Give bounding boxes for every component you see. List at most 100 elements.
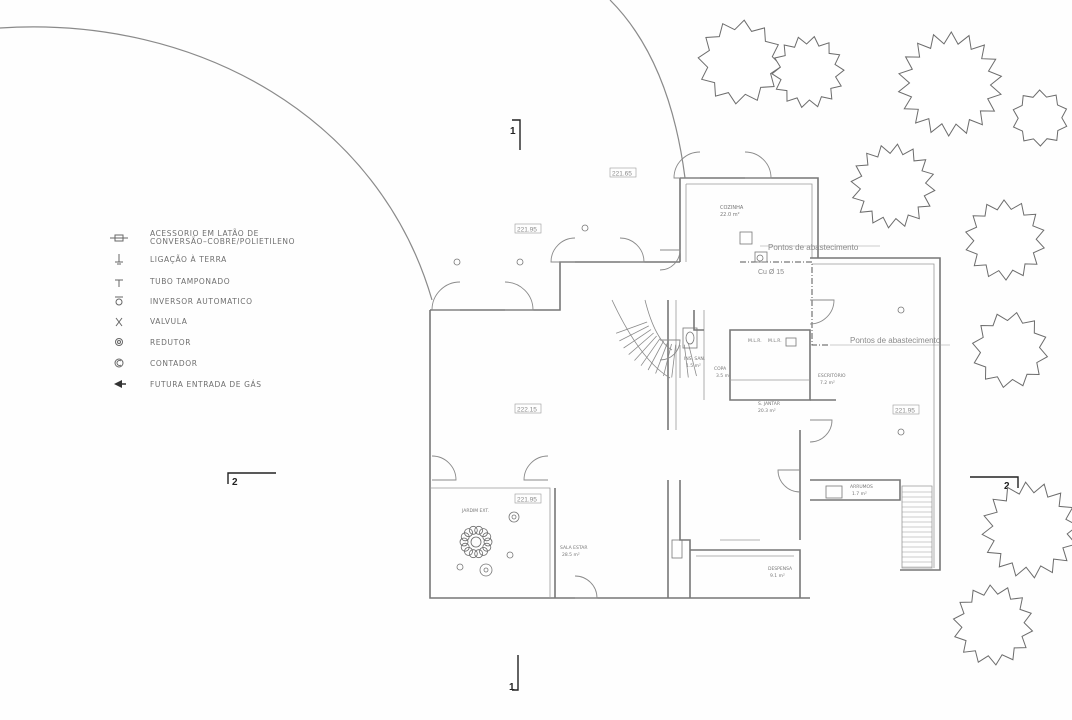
supply-points-label: Pontos de abastecimento: [850, 336, 941, 345]
stair-edge: [644, 299, 673, 351]
door-swing: [550, 237, 576, 263]
meter-label: M.L.R.: [748, 338, 762, 344]
tree-canopy: [952, 584, 1034, 666]
elevation-label: 221.95: [895, 408, 915, 415]
room-name: S. JANTAR: [758, 401, 780, 407]
elevation-label: 222.15: [517, 407, 537, 414]
door-swing: [809, 419, 833, 443]
door-swing: [431, 455, 457, 481]
door-swing: [619, 237, 645, 263]
legend-label: TUBO TAMPONADO: [149, 277, 230, 286]
room-area: 20.3 m²: [758, 408, 776, 414]
ground-connection-icon: [115, 254, 123, 265]
room-area: 1.7 m²: [852, 491, 867, 497]
door-swing: [777, 469, 801, 493]
stair-tread: [640, 338, 661, 366]
rosette-petal: [483, 537, 493, 547]
stair-tread: [634, 335, 657, 361]
door-swing: [673, 151, 701, 179]
legend: ACESSORIO EM LATÃO DE CONVERSÃO–COBRE/PO…: [110, 229, 295, 389]
room-name: ARRUMOS: [850, 484, 873, 490]
supply-points-label: Pontos de abastecimento: [768, 243, 859, 252]
elevation-tags: [514, 167, 920, 504]
tree-canopy: [850, 143, 936, 229]
tree-canopy: [1012, 89, 1068, 147]
section-mark-top: 1: [510, 119, 521, 150]
door-swing: [523, 455, 549, 481]
meter-label: M.L.R.: [768, 338, 782, 344]
room-area: 3.5 m²: [716, 373, 731, 379]
spiral-staircase: [611, 299, 697, 379]
room-name: ESCRITÓRIO: [818, 372, 846, 379]
stair-tread: [623, 329, 652, 349]
reducer-icon: [115, 338, 123, 346]
road-curve: [609, 0, 686, 179]
door-swing: [744, 151, 772, 179]
legend-label: LIGAÇÃO À TERRA: [150, 255, 227, 264]
room-area: 28.5 m²: [562, 552, 580, 558]
tree-canopy: [981, 481, 1072, 579]
svg-text:1: 1: [510, 126, 516, 137]
stair-tread: [683, 344, 689, 378]
svg-text:2: 2: [1004, 481, 1010, 492]
door-swing: [659, 249, 681, 271]
tree-canopy: [971, 311, 1049, 389]
room-area: 7.2 m²: [820, 380, 835, 386]
stair-tread: [671, 344, 677, 378]
door-swings: [431, 151, 835, 599]
svg-text:2: 2: [232, 477, 238, 488]
rosette-core: [470, 536, 482, 548]
garden-trees: [697, 19, 1072, 666]
room-name: DESPENSA: [768, 566, 793, 572]
stair-edge: [611, 299, 671, 379]
pipe-diameter-label: Cu Ø 15: [758, 269, 784, 276]
room-area: 9.1 m²: [770, 573, 785, 579]
door-swing: [809, 299, 835, 325]
stair-tread: [688, 343, 697, 377]
section-mark-right: 2: [970, 476, 1019, 492]
tree-canopy: [697, 19, 783, 105]
building-walls: [429, 177, 950, 599]
rosette-petal: [474, 525, 484, 535]
legend-label: FUTURA ENTRADA DE GÁS: [150, 380, 262, 389]
door-swing: [431, 281, 461, 311]
door-swing: [574, 575, 598, 599]
elevation-label: 221.95: [517, 227, 537, 234]
exterior-staircase: [902, 491, 932, 568]
rosette-petal: [464, 528, 473, 537]
legend-label: CONVERSÃO–COBRE/POLIETILENO: [150, 237, 295, 246]
legend-label: REDUTOR: [150, 338, 191, 347]
section-mark-bottom: 1: [509, 655, 519, 693]
rosette-petal: [474, 549, 484, 559]
room-name: COPA: [714, 366, 727, 372]
legend-label: CONTADOR: [150, 359, 198, 368]
door-swing: [659, 339, 681, 361]
garden-rosette: [459, 525, 493, 559]
room-name: SALA ESTAR: [560, 545, 587, 551]
elevation-label: 221.95: [517, 497, 537, 504]
meter-icon: [114, 358, 124, 368]
tree-canopy: [771, 35, 845, 109]
tree-canopy: [964, 199, 1046, 281]
svg-text:1: 1: [509, 682, 515, 693]
room-name: COZINHA: [720, 205, 744, 211]
stair-tread: [628, 332, 654, 355]
gas-entry-icon: [114, 380, 126, 388]
property-boundary-arc: [0, 26, 433, 301]
rosette-petal: [479, 547, 488, 556]
room-name: INS. SAN.: [684, 356, 705, 362]
elevation-label: 221.65: [612, 171, 632, 178]
legend-label: VALVULA: [150, 317, 188, 326]
rosette-petal: [460, 542, 470, 552]
door-swing: [504, 281, 534, 311]
stair-tread: [647, 340, 664, 371]
fixtures: [453, 224, 905, 577]
legend-label: ACESSORIO EM LATÃO DE: [150, 229, 259, 238]
stair-tread: [619, 325, 649, 342]
automatic-inverter-icon: [115, 296, 123, 306]
stair-tread: [615, 321, 648, 334]
plugged-pipe-icon: [115, 279, 123, 287]
room-area: 22.0 m²: [720, 212, 740, 218]
rosette-petal: [468, 525, 478, 535]
